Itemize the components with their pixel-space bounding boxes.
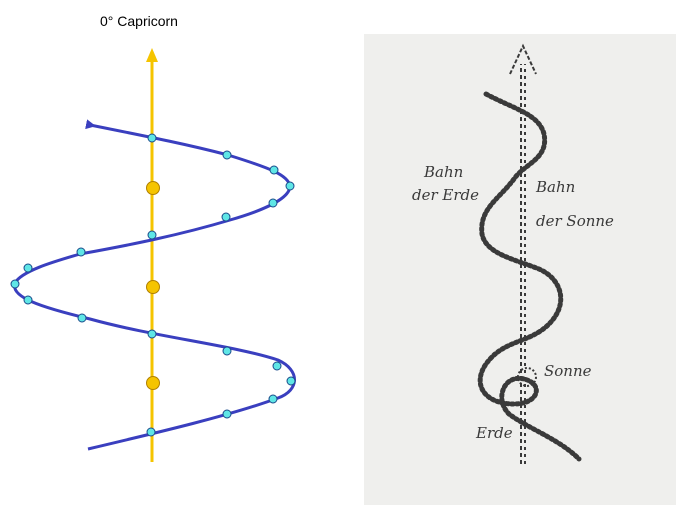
helix-diagram: 0° Capricorn [0,0,340,505]
helix-node [77,248,85,256]
helix-node [11,280,19,288]
label-sun-orbit-2: der Sonne [536,212,614,230]
helix-node [24,264,32,272]
label-earth: Erde [475,424,513,442]
large-node-3 [147,377,160,390]
helix-node [147,428,155,436]
helix-node [270,166,278,174]
helix-node [148,330,156,338]
helix-node [78,314,86,322]
label-sun-orbit-1: Bahn [535,178,575,196]
sun-axis-arrowhead [146,48,158,62]
hand-sketch: Bahn der Erde Bahn der Sonne Sonne Erde [364,34,676,505]
large-node-2 [147,281,160,294]
helix-node [24,296,32,304]
label-earth-orbit-2: der Erde [412,186,479,204]
helix-node [286,182,294,190]
helix-node [223,151,231,159]
helix-node [269,395,277,403]
helix-node [269,199,277,207]
helix-node [222,213,230,221]
label-earth-orbit-1: Bahn [423,163,463,181]
helix-node [148,134,156,142]
helix-node [148,231,156,239]
helix-node [287,377,295,385]
helix-node [223,410,231,418]
label-sun: Sonne [544,362,592,380]
axis-top-label: 0° Capricorn [100,13,178,29]
large-node-1 [147,182,160,195]
helix-node [273,362,281,370]
helix-node [223,347,231,355]
